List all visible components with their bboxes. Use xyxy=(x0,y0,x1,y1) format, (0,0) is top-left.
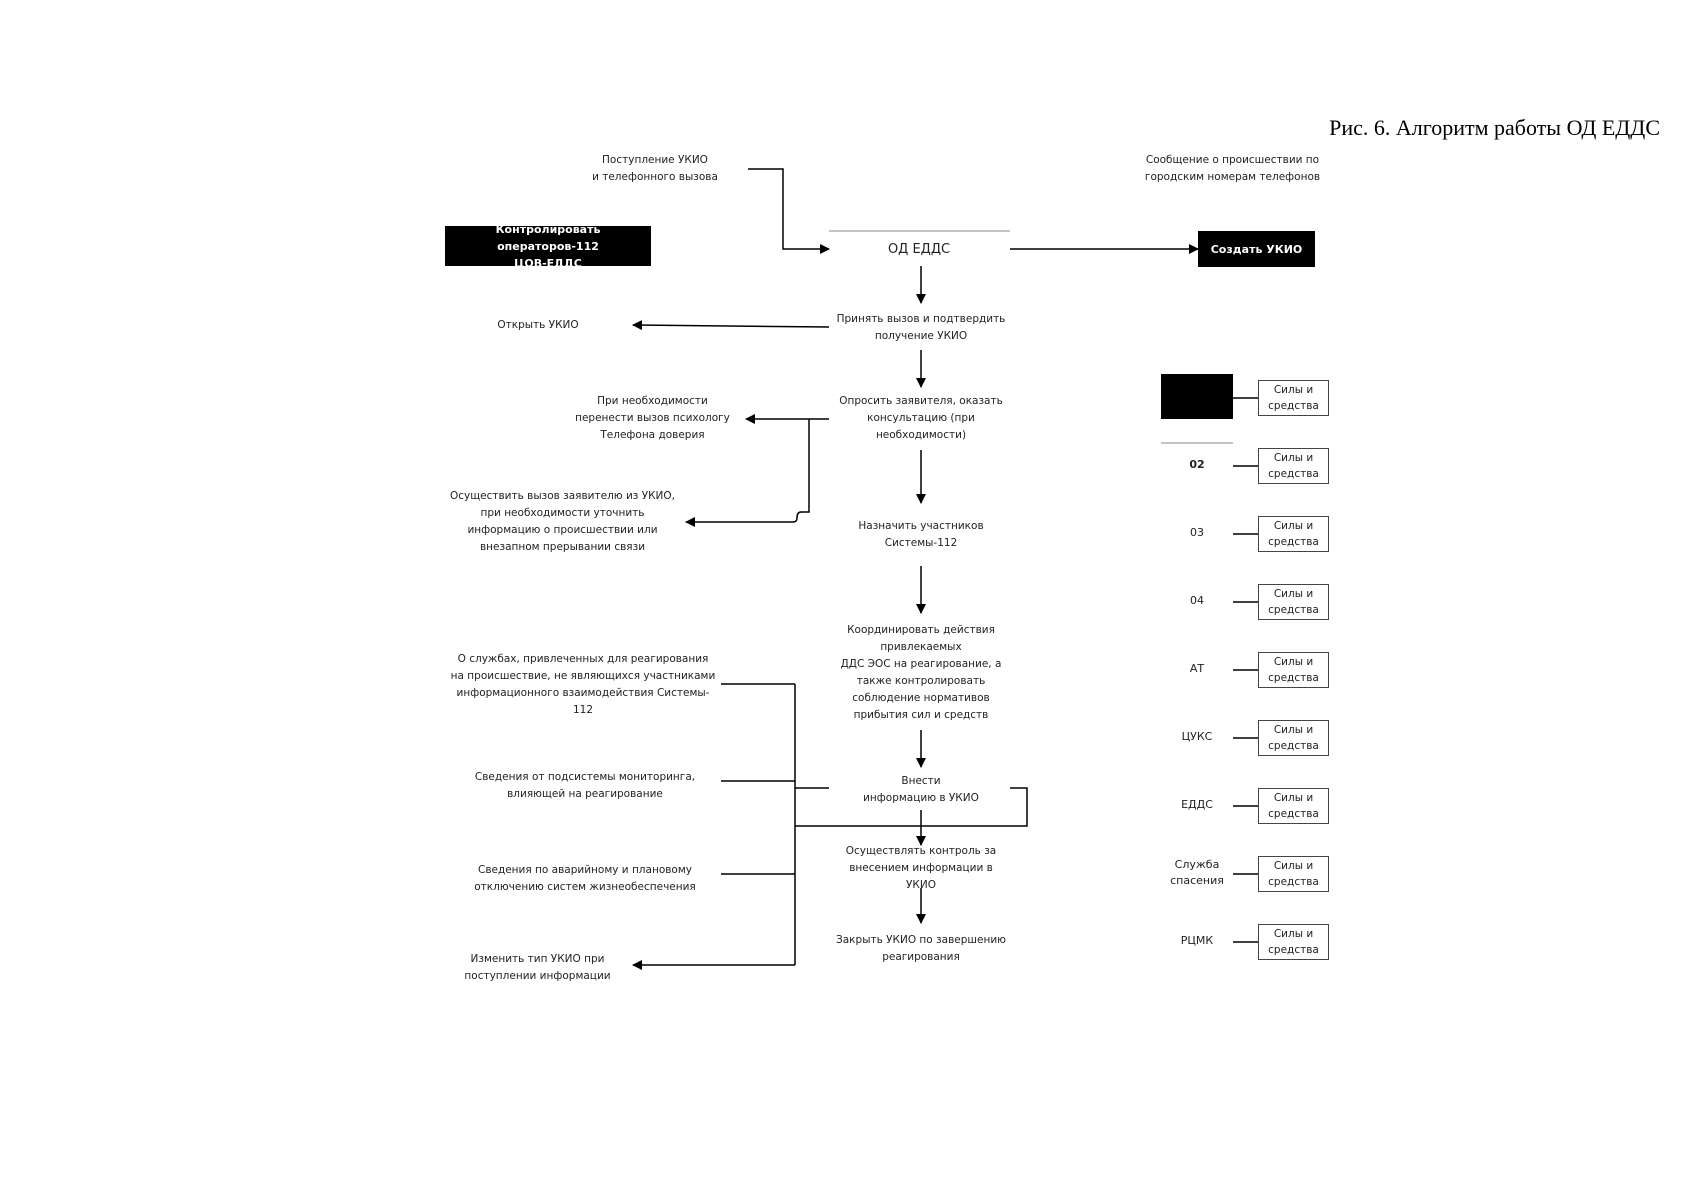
monitoring-item: Сведения от подсистемы мониторинга, влия… xyxy=(474,771,696,800)
control-info-step: Осуществлять контроль за внесением инфор… xyxy=(845,845,997,891)
forces-box-1: Силы и средства xyxy=(1258,448,1329,484)
forces-box-2: Силы и средства xyxy=(1258,516,1329,552)
assign-participants-step: Назначить участников Системы-112 xyxy=(858,520,984,549)
create-ukio-box: Создать УКИО xyxy=(1198,231,1315,267)
enter-info-step: Внести информацию в УКИО xyxy=(863,775,979,804)
other-services-item: О службах, привлеченных для реагирования… xyxy=(450,653,716,716)
service-02: 02 xyxy=(1189,458,1205,471)
arrow-to-open-ukio xyxy=(632,320,830,331)
forces-box-3: Силы и средства xyxy=(1258,584,1329,620)
callback-item: Осуществить вызов заявителю из УКИО, при… xyxy=(449,490,676,553)
service-at: АТ xyxy=(1189,662,1205,675)
enter-info-loop xyxy=(795,787,1028,827)
figure-caption: Рис. 6. Алгоритм работы ОД ЕДДС xyxy=(1329,115,1660,140)
interview-applicant-step: Опросить заявителя, оказать консультацию… xyxy=(839,395,1003,441)
city-phone-report-label: Сообщение о происшествии по городским но… xyxy=(1144,154,1321,183)
forces-box-8: Силы и средства xyxy=(1258,924,1329,960)
forces-box-7: Силы и средства xyxy=(1258,856,1329,892)
forces-box-4: Силы и средства xyxy=(1258,652,1329,688)
control-operators-box: Контролировать операторов-112 ЦОВ-ЕДДС xyxy=(445,223,651,270)
service-edds: ЕДДС xyxy=(1181,798,1213,811)
forces-box-5: Силы и средства xyxy=(1258,720,1329,756)
arrow-incoming-to-od xyxy=(748,168,830,254)
service-rtsmk: РЦМК xyxy=(1180,934,1214,947)
change-type-item: Изменить тип УКИО при поступлении информ… xyxy=(464,953,611,982)
psychologist-item: При необходимости перенести вызов психол… xyxy=(575,395,730,441)
open-ukio-item: Открыть УКИО xyxy=(497,319,579,331)
coordinate-actions-step: Координировать действия привлекаемых ДДС… xyxy=(840,624,1002,721)
service-rescue: Служба спасения xyxy=(1170,858,1224,887)
service-box-1 xyxy=(1161,374,1233,419)
accept-call-step: Принять вызов и подтвердить получение УК… xyxy=(836,313,1006,342)
forces-box-0: Силы и средства xyxy=(1258,380,1329,416)
close-ukio-step: Закрыть УКИО по завершению реагирования xyxy=(836,934,1006,963)
forces-box-6: Силы и средства xyxy=(1258,788,1329,824)
service-03: 03 xyxy=(1190,526,1204,539)
service-tsuks: ЦУКС xyxy=(1181,730,1213,743)
service-04: 04 xyxy=(1190,594,1204,607)
od-edds-node: ОД ЕДДС xyxy=(887,241,951,257)
outages-item: Сведения по аварийному и плановому отклю… xyxy=(474,864,696,893)
arrow-to-callback xyxy=(685,419,810,527)
incoming-call-label: Поступление УКИО и телефонного вызова xyxy=(592,154,718,183)
